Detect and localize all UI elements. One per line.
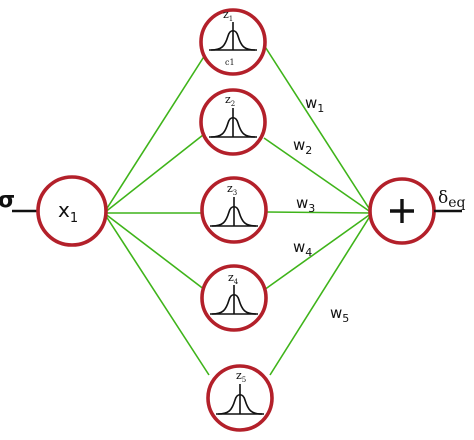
edge-x1-z1 xyxy=(103,54,206,214)
kernel-node-3: z3 xyxy=(200,176,268,244)
gaussian-curve-icon xyxy=(210,285,258,315)
input-node: x1 xyxy=(36,175,108,247)
kernel-5-label: z5 xyxy=(236,369,246,384)
kernel-node-1: z1 c1 xyxy=(199,8,267,76)
kernel-2-label: z2 xyxy=(225,93,235,108)
output-edges xyxy=(261,41,373,376)
edge-z3-sum xyxy=(265,211,373,214)
kernel-node-4: z4 xyxy=(200,264,268,332)
kernel-3-label: z3 xyxy=(227,182,237,197)
input-symbol: σ xyxy=(0,188,15,213)
edge-x1-z4 xyxy=(103,212,206,291)
weight-1-label: w1 xyxy=(305,94,324,115)
edge-x1-z5 xyxy=(103,212,210,376)
weight-5-label: w5 xyxy=(330,304,349,325)
edge-z2-sum xyxy=(263,137,373,214)
kernel-1-label: z1 xyxy=(223,8,233,23)
edge-x1-z2 xyxy=(103,134,204,214)
weight-3-label: w3 xyxy=(296,194,315,215)
kernel-4-label: z4 xyxy=(228,271,239,286)
input-edges xyxy=(103,54,210,376)
gaussian-curve-icon xyxy=(209,22,257,51)
gaussian-curve-icon xyxy=(210,197,258,227)
edge-z1-sum xyxy=(261,41,373,214)
input-node-label: x1 xyxy=(58,198,78,226)
kernel-node-5: z5 xyxy=(206,364,274,432)
edge-z5-sum xyxy=(269,212,373,376)
sum-node xyxy=(368,177,436,245)
output-label: δeq xyxy=(438,188,466,211)
weight-2-label: w2 xyxy=(293,136,312,157)
edge-z4-sum xyxy=(263,212,373,291)
input-node-subscript: 1 xyxy=(70,211,78,226)
kernel-node-2: z2 xyxy=(199,88,267,156)
gaussian-curve-icon xyxy=(209,108,257,138)
kernel-1-extra: c1 xyxy=(225,58,235,67)
gaussian-curve-icon xyxy=(216,384,264,415)
weight-4-label: w4 xyxy=(293,238,312,259)
